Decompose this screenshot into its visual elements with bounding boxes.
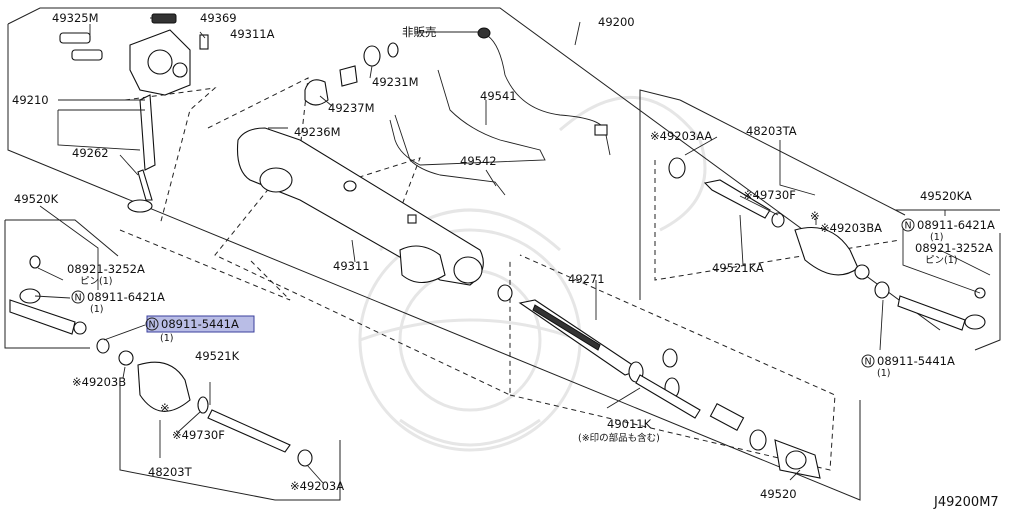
label-49541: 49541 [480,89,517,103]
label-right-pin: 08921-3252A [915,241,993,255]
label-49520KA: 49520KA [920,189,972,203]
rack-assembly [497,284,821,479]
label-49203B: ※49203B [72,375,126,389]
label-49520K: 49520K [14,192,59,206]
label-49369: 49369 [200,11,237,25]
label-right-pin-qty: ピン(1) [925,255,957,266]
label-49262: 49262 [72,146,109,160]
label-48203TA: 48203TA [746,124,797,138]
label-hihanbai: 非販売 [402,25,437,39]
label-left-nut-2-qty: (1) [160,333,173,344]
label-right-nut-2-qty: (1) [877,368,890,379]
label-49325M: 49325M [52,11,99,25]
n-circle-icons: N N N N [71,218,915,368]
label-49237M: 49237M [328,101,375,115]
label-49730F-left: ※49730F [172,428,225,442]
n-circle-icon [145,317,159,331]
assembly-frames [4,7,1001,501]
label-49311A: 49311A [230,27,275,41]
label-left-nut-1-qty: (1) [90,304,103,315]
n-circle-letter: N [75,293,82,304]
left-tie-rod-group [9,255,313,467]
label-left-pin: 08921-3252A [67,262,145,276]
diagram-code: J49200M7 [933,495,999,510]
label-49520: 49520 [760,487,797,501]
n-circle-letter: N [865,357,872,368]
right-tie-rod-group [668,157,986,331]
label-49271: 49271 [568,272,605,286]
rack-housing [236,127,484,286]
label-49203AA: ※49203AA [650,129,712,143]
n-circle-icon [71,290,85,304]
label-right-nut-1: 08911-6421A [917,218,995,232]
label-49011K: 49011K [607,417,652,431]
label-left-nut-2-highlighted: 08911-5441A [161,317,239,331]
label-left-nut-1: 08911-6421A [87,290,165,304]
label-48203T: 48203T [148,465,193,479]
n-circle-icon [901,218,915,232]
label-49231M: 49231M [372,75,419,89]
label-right-nut-2: 08911-5441A [877,354,955,368]
pinion-gear-assembly [59,13,209,213]
label-star-left: ※ [160,401,170,415]
label-49730F-right: ※49730F [743,188,796,202]
hydraulic-lines [389,35,611,196]
label-49521K: 49521K [195,349,240,363]
n-circle-icon [861,354,875,368]
label-49311: 49311 [333,259,370,273]
label-49521KA: 49521KA [712,261,764,275]
label-49210: 49210 [12,93,49,107]
label-right-nut-1-qty: (1) [930,232,943,243]
label-49203A: ※49203A [290,479,344,493]
highlight-box [146,315,255,333]
label-star-right: ※ [810,209,820,223]
n-circle-letter: N [905,221,912,232]
label-49542: 49542 [460,154,497,168]
leader-lines [34,17,991,484]
part-labels: 49325M 49369 49311A 49210 49262 非販売 4920… [12,11,999,510]
n-circle-letter: N [149,320,156,331]
label-49236M: 49236M [294,125,341,139]
label-49203BA: ※49203BA [820,221,882,235]
bushing-parts [304,27,491,106]
label-49011K-note: (※印の部品も含む) [578,432,660,444]
label-left-pin-qty: ピン(1) [80,276,112,287]
label-49200: 49200 [598,15,635,29]
